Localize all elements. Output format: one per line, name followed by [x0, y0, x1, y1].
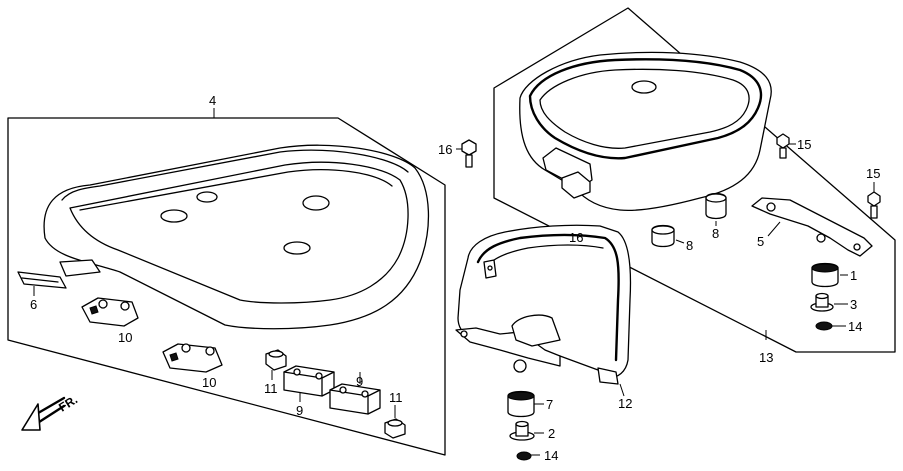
callout-11b: 11: [389, 390, 403, 405]
callout-9a: 9: [356, 374, 363, 389]
front-direction-arrow-icon: [21, 396, 66, 431]
part-10-bracket-b: [162, 343, 223, 373]
front-seat: [43, 144, 430, 330]
part-14-washer-b: [516, 451, 540, 461]
part-15-bolt-b: [867, 182, 881, 219]
callout-16a: 16: [438, 142, 452, 157]
callout-14b: 14: [544, 448, 558, 463]
callout-14a: 14: [848, 319, 862, 334]
callout-8a: 8: [712, 226, 719, 241]
callout-10b: 10: [202, 375, 216, 390]
callout-15b: 15: [866, 166, 880, 181]
callout-2: 2: [548, 426, 555, 441]
part-1-grommet: [811, 262, 848, 288]
callout-10a: 10: [118, 330, 132, 345]
callout-9b: 9: [296, 403, 303, 418]
callout-5: 5: [757, 234, 764, 249]
part-11-nut-b: [384, 405, 406, 439]
rear-seat-assembly-box: [493, 7, 896, 353]
part-8-grommet-a: [705, 192, 727, 226]
part-12-seat-base: [455, 224, 632, 397]
rear-seat-cushion: [519, 51, 772, 212]
callout-7: 7: [546, 397, 553, 412]
part-6-pad: [17, 271, 67, 296]
direction-label: FR.: [56, 392, 80, 414]
callout-3: 3: [850, 297, 857, 312]
callout-13: 13: [759, 350, 773, 365]
part-15-bolt-a: [776, 133, 796, 159]
part-5-bracket: [751, 197, 873, 257]
callout-6: 6: [30, 297, 37, 312]
part-9-block-b: [329, 372, 381, 415]
part-14-washer-a: [815, 321, 846, 331]
part-16-bolt-a: [456, 139, 477, 168]
callout-8b: 8: [686, 238, 693, 253]
part-10-bracket-a: [81, 297, 139, 327]
seat-assembly-box: [7, 108, 446, 456]
part-8-grommet-b: [651, 224, 685, 248]
part-3-collar: [810, 292, 848, 312]
part-7-grommet: [507, 390, 544, 418]
callout-12: 12: [618, 396, 632, 411]
part-11-nut-a: [265, 349, 287, 380]
callout-16b: 16: [569, 230, 583, 245]
callout-11a: 11: [264, 381, 278, 396]
callout-15a: 15: [797, 137, 811, 152]
part-2-collar: [509, 420, 544, 441]
part-9-block-a: [283, 365, 335, 402]
callout-1: 1: [850, 268, 857, 283]
callout-4: 4: [209, 93, 216, 108]
